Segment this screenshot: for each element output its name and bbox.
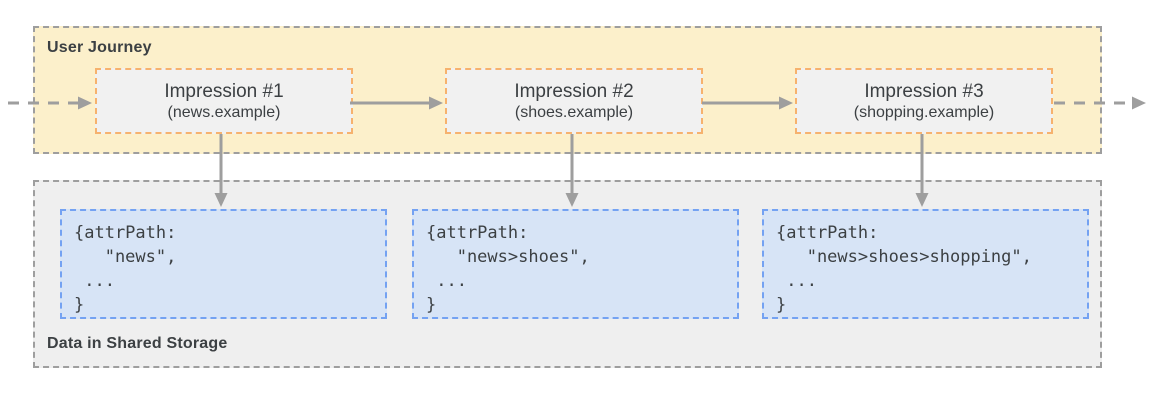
- impression-2-site: (shoes.example): [514, 103, 634, 121]
- shared-storage-label: Data in Shared Storage: [47, 335, 228, 352]
- code-line: ...: [74, 271, 115, 291]
- impression-1-title: Impression #1: [164, 80, 284, 102]
- impression-3-site: (shopping.example): [853, 103, 995, 121]
- code-line: "news>shoes",: [426, 247, 590, 267]
- code-line: }: [426, 295, 437, 315]
- code-line: }: [74, 295, 85, 315]
- user-journey-container: User Journey Impression #1 (news.example…: [33, 26, 1102, 154]
- code-line: ...: [776, 271, 817, 291]
- code-line: "news>shoes>shopping",: [776, 247, 1032, 267]
- code-line: ...: [426, 271, 467, 291]
- shared-storage-container: {attrPath: "news", ... } {attrPath: "new…: [33, 180, 1102, 368]
- code-line: {attrPath:: [426, 223, 529, 243]
- code-line: "news",: [74, 247, 177, 267]
- impression-3-box: Impression #3 (shopping.example): [795, 68, 1053, 134]
- storage-entry-2-box: {attrPath: "news>shoes", ... }: [412, 209, 739, 319]
- impression-1-site: (news.example): [167, 103, 281, 121]
- storage-entry-1-box: {attrPath: "news", ... }: [60, 209, 387, 319]
- code-line: {attrPath:: [74, 223, 177, 243]
- storage-entry-3-box: {attrPath: "news>shoes>shopping", ... }: [762, 209, 1089, 319]
- code-line: }: [776, 295, 787, 315]
- impression-3-title: Impression #3: [864, 80, 984, 102]
- impression-1-box: Impression #1 (news.example): [95, 68, 353, 134]
- impression-2-box: Impression #2 (shoes.example): [445, 68, 703, 134]
- impression-2-title: Impression #2: [514, 80, 634, 102]
- code-line: {attrPath:: [776, 223, 879, 243]
- user-journey-label: User Journey: [47, 39, 152, 56]
